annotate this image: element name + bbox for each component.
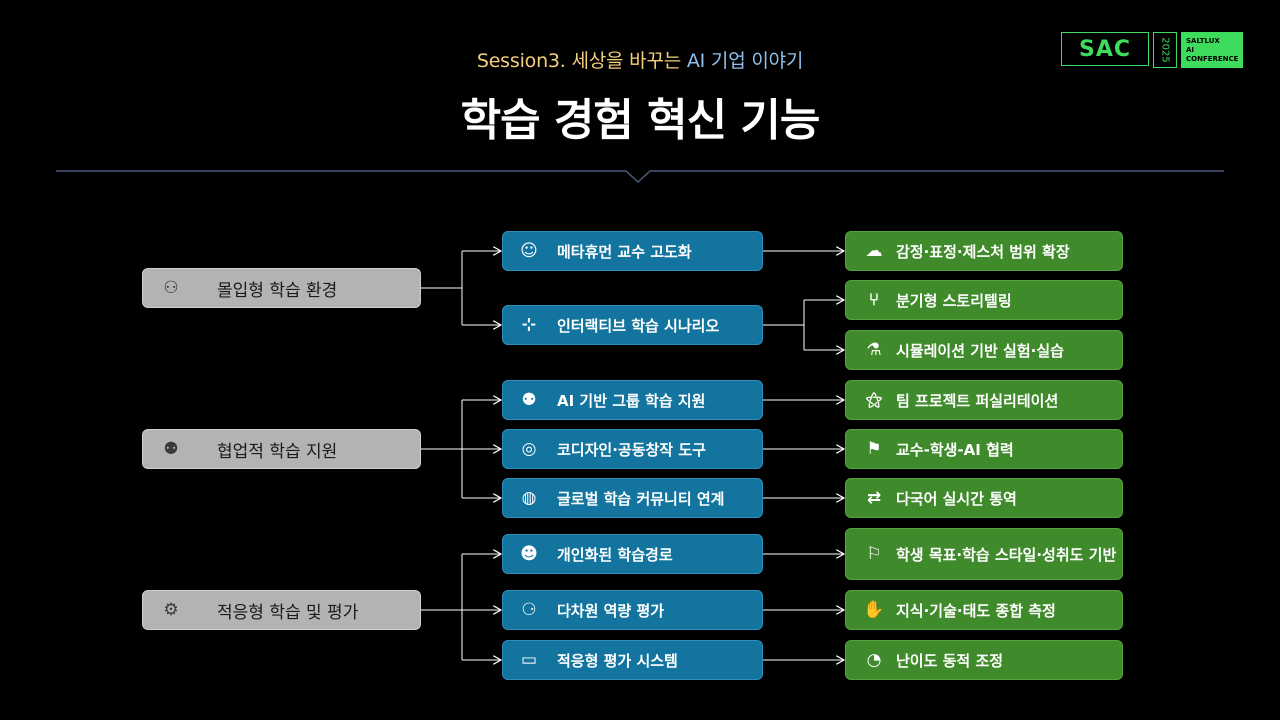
detail-collaboration: ⚑ 교수-학생-AI 협력	[845, 429, 1123, 469]
page-title: 학습 경험 혁신 기능	[460, 95, 821, 146]
detail-label: 팀 프로젝트 퍼실리테이션	[896, 391, 1059, 410]
feature-multidimensional-eval: ⚆ 다차원 역량 평가	[502, 590, 763, 630]
person-path-icon: ☻	[520, 544, 538, 564]
session-title-main: 세상을 바꾸는	[571, 50, 682, 72]
detail-label: 난이도 동적 조정	[896, 651, 1004, 670]
sac-logo: SAC 2025 SALTLUX AI CONFERENCE	[1061, 32, 1243, 68]
team-project-icon: ⚝	[865, 390, 883, 410]
category-adaptive: ⚙ 적응형 학습 및 평가	[142, 590, 421, 630]
feature-global-community: ◍ 글로벌 학습 커뮤니티 연계	[502, 478, 763, 518]
feature-adaptive-eval-system: ▭ 적응형 평가 시스템	[502, 640, 763, 680]
detail-label: 감정·표정·제스처 범위 확장	[896, 242, 1070, 261]
detail-label: 분기형 스토리텔링	[896, 291, 1012, 310]
feature-label: 인터랙티브 학습 시나리오	[557, 316, 720, 335]
category-label: 적응형 학습 및 평가	[217, 602, 359, 623]
measure-icon: ✋	[863, 600, 885, 620]
globe-icon: ◍	[521, 488, 537, 508]
feature-label: 다차원 역량 평가	[557, 601, 665, 620]
detail-emotion-range: ☁ 감정·표정·제스처 범위 확장	[845, 231, 1123, 271]
feature-to-detail-links	[763, 251, 844, 660]
co-design-icon: ◎	[521, 439, 537, 459]
feature-metahuman: ☺ 메타휴먼 교수 고도화	[502, 231, 763, 271]
monitor-icon: ▭	[520, 650, 538, 670]
detail-comprehensive-measure: ✋ 지식·기술·태도 종합 측정	[845, 590, 1123, 630]
feature-label: 글로벌 학습 커뮤니티 연계	[557, 489, 725, 508]
detail-label: 다국어 실시간 통역	[896, 489, 1017, 508]
detail-dynamic-difficulty: ◔ 난이도 동적 조정	[845, 640, 1123, 680]
vr-headset-icon: ⚇	[163, 278, 179, 298]
category-to-feature-links	[421, 251, 501, 660]
session-title-ai: AI 기업 이야기	[686, 50, 804, 72]
translate-icon: ⇄	[866, 488, 882, 508]
category-label: 몰입형 학습 환경	[217, 280, 338, 301]
simulation-icon: ⚗	[866, 340, 882, 360]
student-goal-icon: ⚐	[866, 544, 882, 564]
collaboration-icon: ⚑	[866, 439, 882, 459]
logo-conference: SALTLUX AI CONFERENCE	[1181, 32, 1243, 68]
detail-branching-story: ⑂ 분기형 스토리텔링	[845, 280, 1123, 320]
feature-label: 코디자인·공동창작 도구	[557, 440, 706, 459]
category-collaborative: ⚉ 협업적 학습 지원	[142, 429, 421, 469]
feature-label: 적응형 평가 시스템	[557, 651, 678, 670]
feature-label: 메타휴먼 교수 고도화	[557, 242, 692, 261]
group-icon: ⚉	[521, 390, 537, 410]
detail-team-project: ⚝ 팀 프로젝트 퍼실리테이션	[845, 380, 1123, 420]
detail-label: 교수-학생-AI 협력	[896, 440, 1014, 459]
detail-label: 지식·기술·태도 종합 측정	[896, 601, 1056, 620]
detail-label: 학생 목표·학습 스타일·성취도 기반	[896, 545, 1117, 564]
team-icon: ⚉	[163, 439, 179, 459]
logo-year-box: 2025	[1153, 32, 1177, 68]
category-immersive: ⚇ 몰입형 학습 환경	[142, 268, 421, 308]
session-subtitle: Session3. 세상을 바꾸는 AI 기업 이야기	[0, 46, 1280, 73]
adaptive-icon: ⚙	[163, 600, 179, 620]
category-label: 협업적 학습 지원	[217, 441, 338, 462]
evaluation-icon: ⚆	[521, 600, 537, 620]
detail-translation: ⇄ 다국어 실시간 통역	[845, 478, 1123, 518]
feature-label: 개인화된 학습경로	[557, 545, 673, 564]
feature-interactive-scenario: ⊹ 인터랙티브 학습 시나리오	[502, 305, 763, 345]
metahuman-icon: ☺	[520, 241, 538, 261]
feature-personalized-path: ☻ 개인화된 학습경로	[502, 534, 763, 574]
branch-icon: ⑂	[868, 290, 880, 310]
gauge-icon: ◔	[866, 650, 882, 670]
detail-student-goal: ⚐ 학생 목표·학습 스타일·성취도 기반	[845, 528, 1123, 580]
logo-name: SAC	[1061, 32, 1149, 66]
feature-co-design: ◎ 코디자인·공동창작 도구	[502, 429, 763, 469]
detail-label: 시뮬레이션 기반 실험·실습	[896, 341, 1064, 360]
feature-ai-group: ⚉ AI 기반 그룹 학습 지원	[502, 380, 763, 420]
emotion-icon: ☁	[865, 241, 883, 261]
detail-simulation-lab: ⚗ 시뮬레이션 기반 실험·실습	[845, 330, 1123, 370]
session-number: Session3.	[476, 50, 566, 72]
feature-label: AI 기반 그룹 학습 지원	[557, 391, 706, 410]
header-divider	[56, 170, 1224, 184]
flow-icon: ⊹	[521, 315, 537, 335]
